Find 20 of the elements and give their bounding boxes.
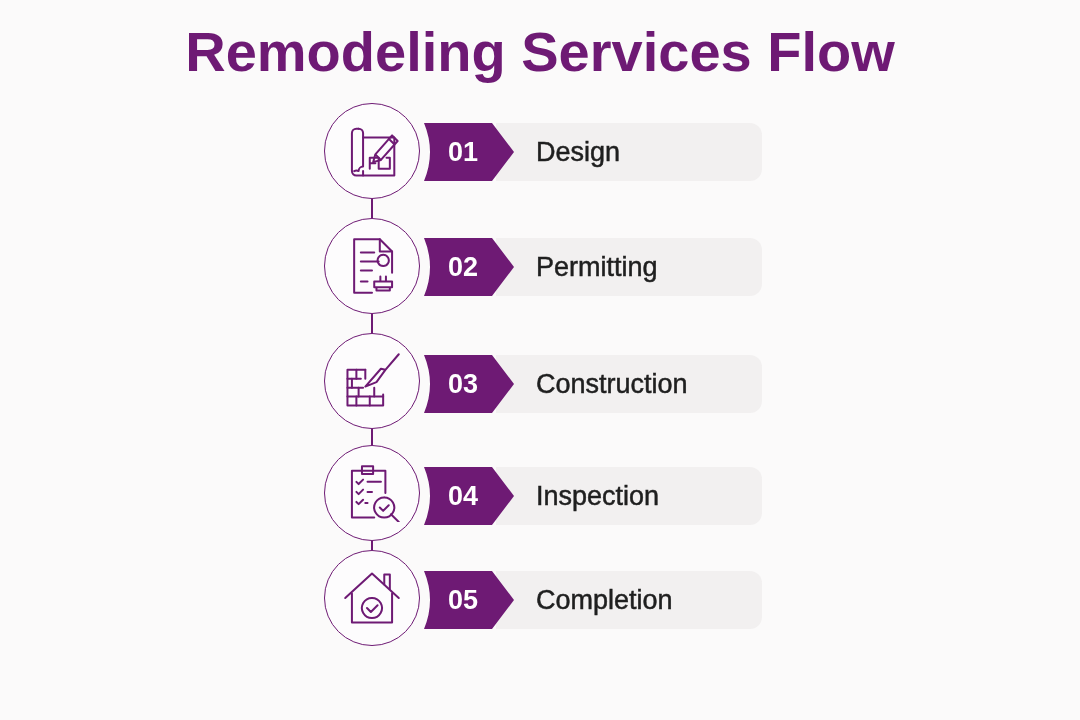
step-number: 04: [448, 479, 479, 513]
step-bar: [424, 571, 762, 629]
step-label: Permitting: [536, 250, 658, 284]
step-number: 01: [448, 135, 479, 169]
step-bar: [424, 355, 762, 413]
step-number: 05: [448, 583, 479, 617]
step-bar: [424, 238, 762, 296]
connector-line: [371, 198, 373, 219]
connector-line: [371, 428, 373, 446]
step-bar: [424, 467, 762, 525]
diagram-title: Remodeling Services Flow: [185, 20, 895, 85]
step-label: Inspection: [536, 479, 660, 513]
step-number: 03: [448, 367, 479, 401]
step-label: Design: [536, 135, 621, 169]
step-number: 02: [448, 250, 479, 284]
step-label: Completion: [536, 583, 673, 617]
connector-line: [371, 540, 373, 551]
connector-line: [371, 313, 373, 334]
step-label: Construction: [536, 367, 688, 401]
step-bar: [424, 123, 762, 181]
